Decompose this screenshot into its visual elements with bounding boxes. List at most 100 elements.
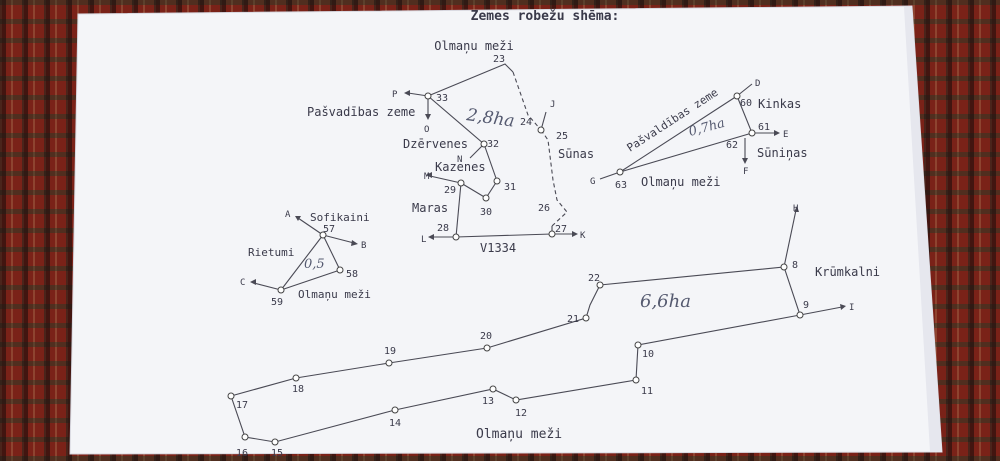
point-label-59: 59: [271, 297, 283, 308]
plot-right: [599, 83, 780, 180]
plot-left: [250, 216, 358, 294]
point-label-63: 63: [615, 180, 627, 191]
point-20: [483, 344, 491, 352]
point-61: [748, 129, 756, 137]
point-10: [634, 341, 642, 349]
dir-label-n: N: [457, 155, 462, 165]
label-kazenes: Kazenes: [435, 160, 486, 174]
point-label-30: 30: [480, 207, 492, 218]
point-label-60: 60: [740, 98, 752, 109]
point-15: [271, 438, 279, 446]
label-olmanu-mezi-bottom: Olmaņu meži: [476, 427, 562, 442]
point-8: [780, 263, 788, 271]
point-label-25: 25: [556, 131, 568, 142]
dir-label-e: E: [783, 130, 788, 140]
label-v1334: V1334: [480, 241, 516, 255]
point-9: [796, 311, 804, 319]
label-suninas: Sūniņas: [757, 146, 808, 161]
point-label-62: 62: [726, 140, 738, 151]
point-11: [632, 376, 640, 384]
point-14: [391, 406, 399, 414]
point-label-27: 27: [555, 224, 567, 235]
point-label-26: 26: [538, 203, 550, 214]
point-label-19: 19: [384, 346, 396, 357]
label-maras: Maras: [412, 201, 448, 215]
label-olmanu-mezi-small: Olmaņu meži: [298, 288, 371, 301]
point-label-13: 13: [482, 396, 494, 407]
dir-label-o: O: [424, 125, 429, 135]
point-label-32: 32: [487, 139, 499, 150]
arrowhead-o: [425, 114, 431, 120]
dir-label-j: J: [550, 100, 555, 110]
arrow-g: [599, 171, 621, 180]
point-label-22: 22: [588, 273, 600, 284]
dir-label-l: L: [421, 235, 426, 245]
edge-23-25: [512, 71, 542, 131]
arrowhead-c: [250, 279, 256, 285]
area-small: 0,5: [304, 257, 325, 272]
edge-59-57: [280, 234, 324, 291]
dir-label-i: I: [849, 303, 854, 313]
label-rietumi: Rietumi: [248, 246, 294, 259]
edge-29-30: [460, 182, 487, 199]
point-13: [489, 385, 497, 393]
point-label-16: 16: [236, 448, 248, 459]
point-label-57: 57: [323, 224, 335, 235]
area-big: 6,6ha: [640, 291, 691, 312]
plot-bottom-labels: Krūmkalni Olmaņu meži 8 9 10 11 12 13 14…: [236, 204, 880, 459]
point-18: [292, 374, 300, 382]
point-30: [482, 194, 490, 202]
arrowhead-a: [295, 216, 301, 221]
point-label-18: 18: [292, 384, 304, 395]
edge-60-61: [736, 95, 753, 134]
arrow-c: [253, 282, 282, 291]
point-label-9: 9: [803, 300, 809, 311]
dir-label-k: K: [580, 231, 586, 241]
point-12: [512, 396, 520, 404]
dir-label-a: A: [285, 210, 291, 220]
label-krumkalni: Krūmkalni: [815, 265, 880, 279]
point-58: [336, 266, 344, 274]
arrow-b: [322, 234, 355, 244]
arrowhead-f: [742, 158, 748, 164]
edge-32-33: [427, 95, 485, 145]
label-kinkas: Kinkas: [758, 97, 801, 111]
arrowhead-m: [426, 172, 432, 178]
point-57: [319, 231, 327, 239]
point-59: [277, 286, 285, 294]
point-63: [616, 168, 624, 176]
point-22: [596, 281, 604, 289]
point-25: [537, 126, 545, 134]
point-label-11: 11: [641, 386, 653, 397]
diagram-title: Zemes robežu shēma:: [471, 9, 620, 24]
arrow-a: [297, 217, 324, 236]
arrowhead-l: [428, 234, 434, 240]
point-label-23: 23: [493, 54, 505, 65]
edge-57-58: [322, 234, 341, 271]
label-dzervenes: Dzērvenes: [403, 137, 468, 151]
point-label-33: 33: [436, 93, 448, 104]
label-sunas: Sūnas: [558, 147, 594, 161]
point-33: [424, 92, 432, 100]
plot-bottom: [227, 206, 846, 446]
arrowhead-e: [774, 130, 780, 136]
edge-25-27: [540, 129, 568, 227]
edge-61-63: [619, 132, 753, 173]
point-label-14: 14: [389, 418, 401, 429]
paper-sheet: [69, 5, 943, 455]
point-label-17: 17: [236, 400, 248, 411]
arrowhead-h: [794, 206, 799, 212]
point-32: [480, 140, 488, 148]
point-19: [385, 359, 393, 367]
dir-label-c: C: [240, 278, 245, 288]
point-label-20: 20: [480, 331, 492, 342]
arrow-m: [429, 175, 462, 184]
dir-label-b: B: [361, 241, 366, 251]
point-label-15: 15: [271, 448, 283, 459]
dir-label-h: H: [793, 204, 798, 214]
label-olmanu-mezi-right: Olmaņu meži: [641, 175, 720, 190]
plot-left-labels: Sofikaini Rietumi Olmaņu meži 57 58 59 A…: [240, 210, 371, 308]
edge-58-59: [280, 269, 341, 291]
edge-63-60: [619, 95, 738, 173]
